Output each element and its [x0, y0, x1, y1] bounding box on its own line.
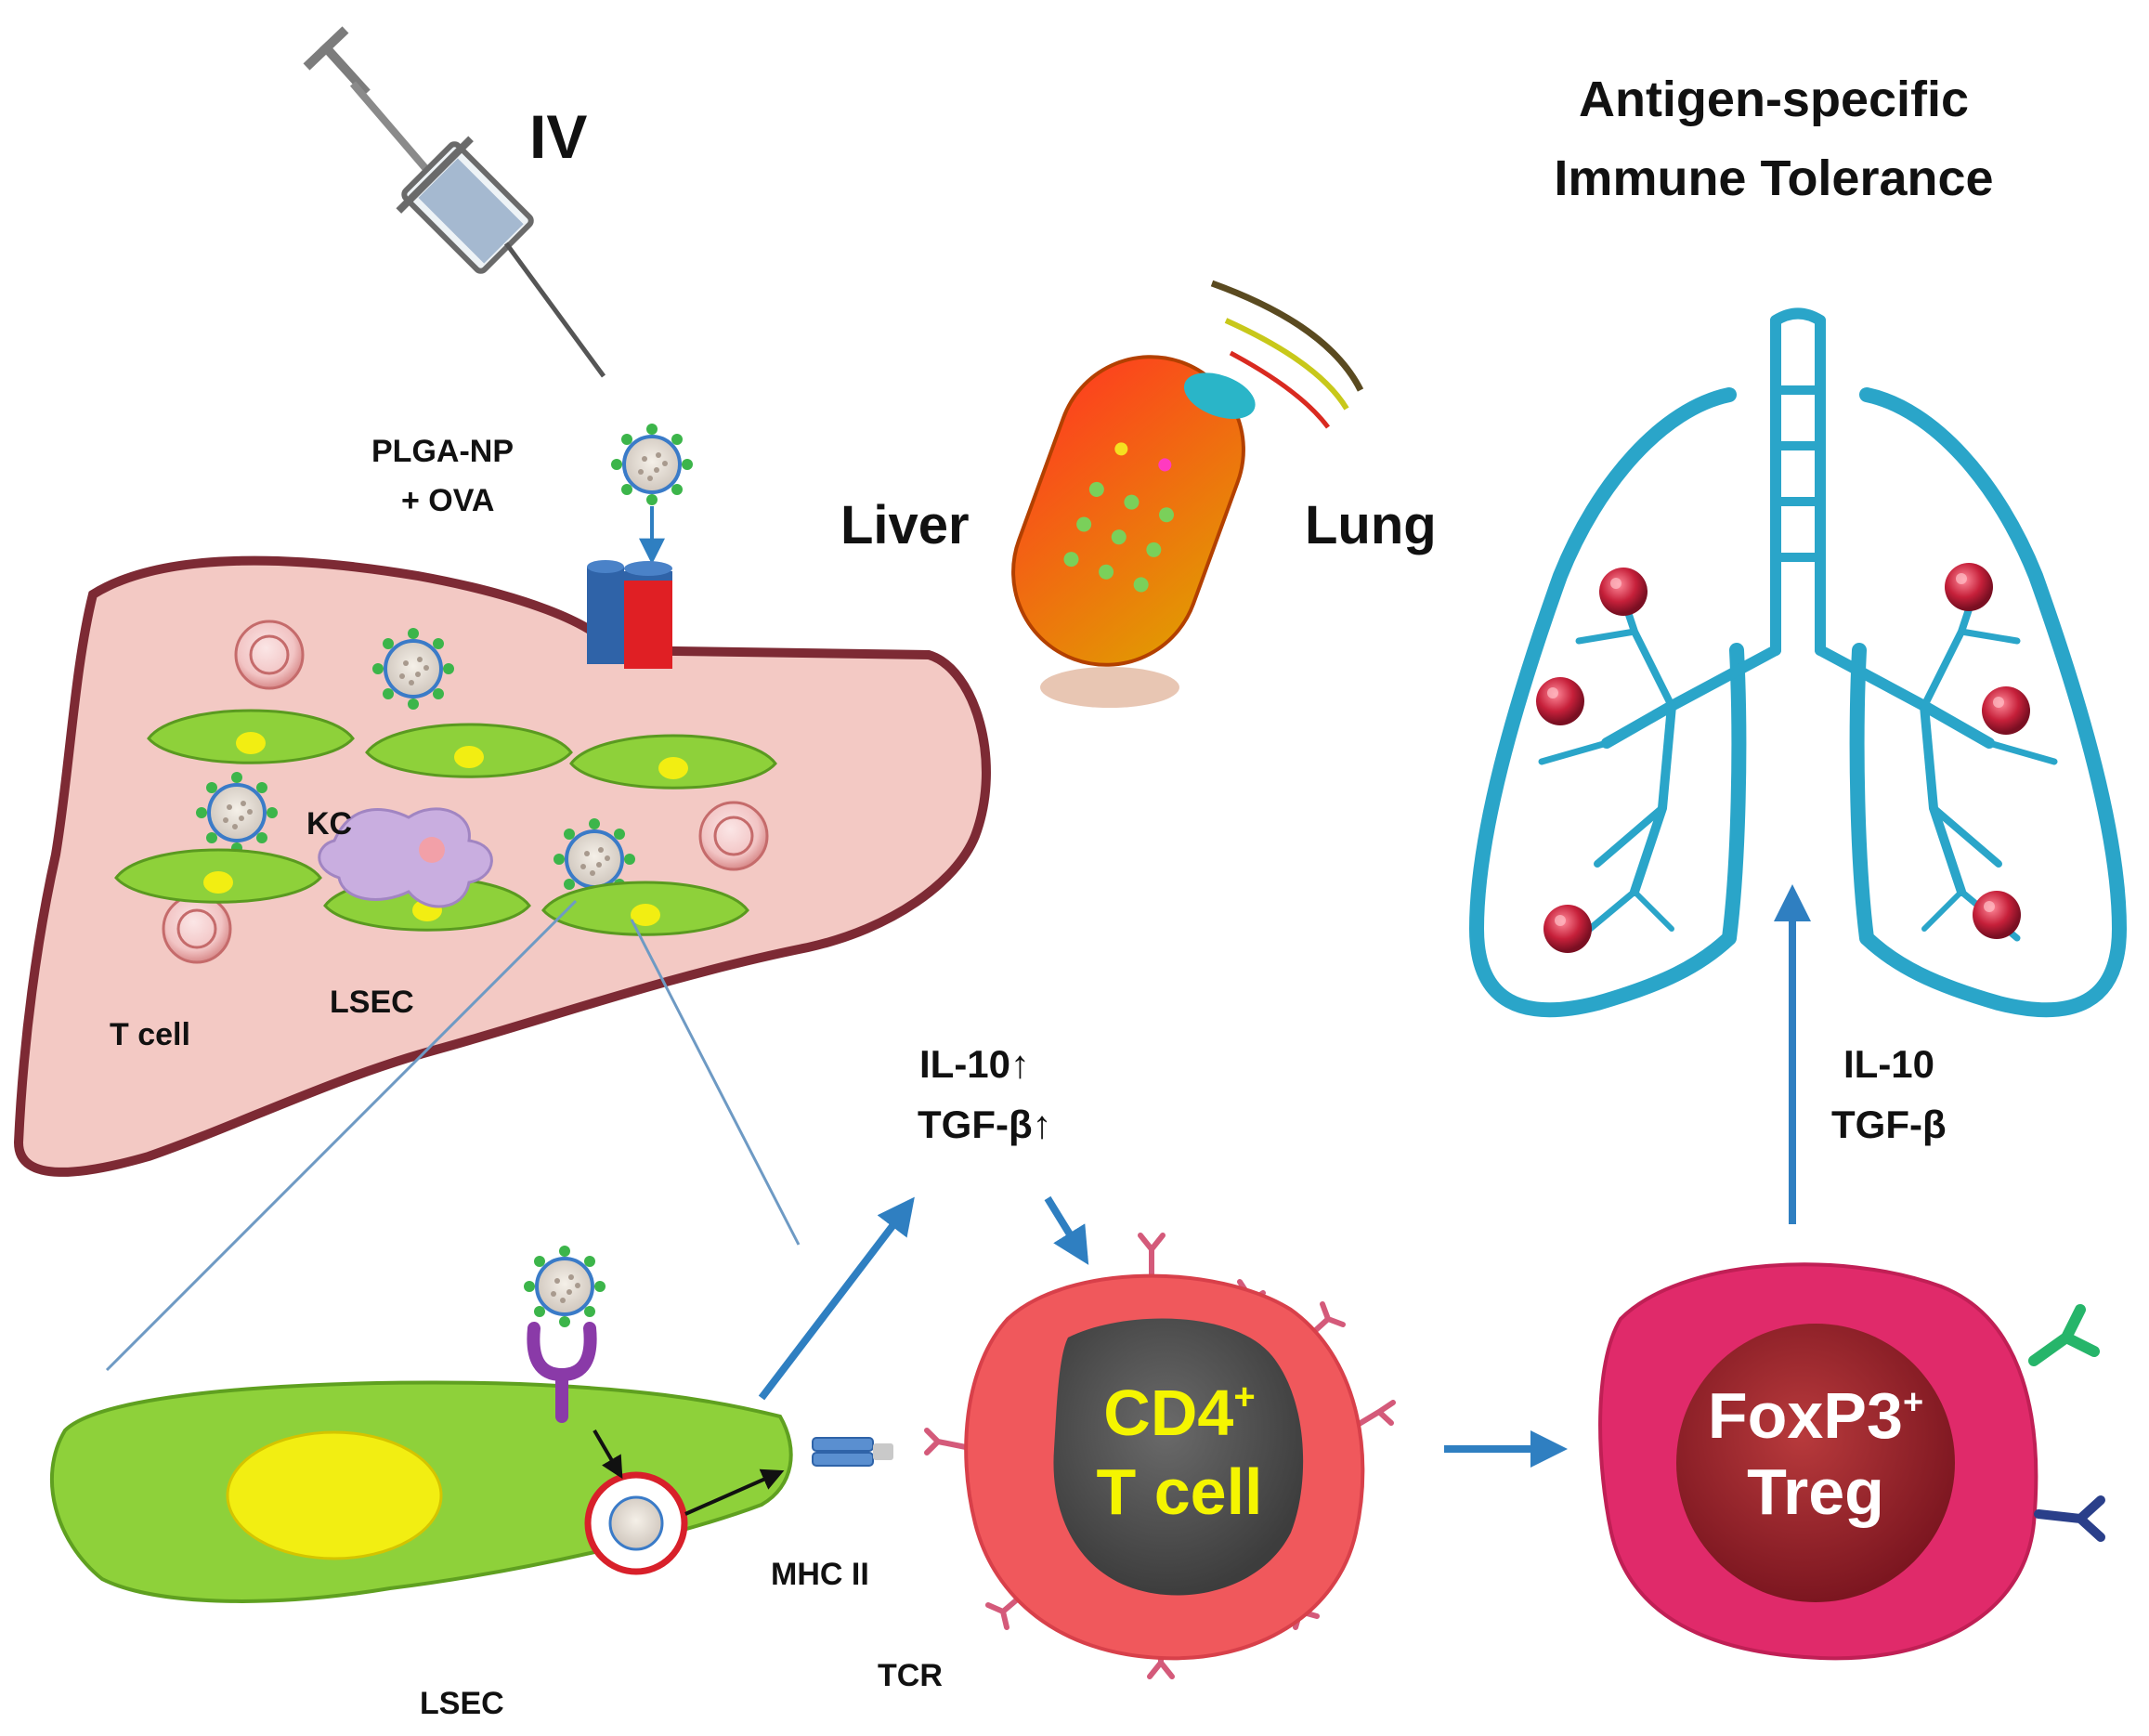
il10-up-label: IL-10↑ — [919, 1042, 1030, 1086]
treg-cell: FoxP3+ Treg — [1598, 1262, 2105, 1661]
liver-nanoparticle-1 — [371, 626, 456, 711]
cd4-label-line-1: CD4+ — [1103, 1377, 1255, 1449]
liver-label: Liver — [840, 495, 970, 555]
title-line-2: Immune Tolerance — [1554, 150, 1993, 206]
lung-treg-bead-5 — [1982, 686, 2030, 735]
lsec-nanoparticle — [522, 1244, 607, 1329]
mhc-ii-receptor — [812, 1437, 893, 1467]
cd4-tcell: CD4+ T cell — [924, 1233, 1396, 1679]
nanoparticle-label-line-1: PLGA-NP — [371, 434, 514, 469]
liver-tcell-2 — [698, 801, 769, 871]
treg-label-line-1: FoxP3+ — [1708, 1379, 1923, 1452]
tgfb-up-label: TGF-β↑ — [918, 1103, 1052, 1146]
lung-treg-bead-3 — [1543, 905, 1592, 953]
liver-lsec-label: LSEC — [330, 985, 414, 1020]
treg-label-line-2: Treg — [1747, 1455, 1884, 1528]
tcr-label: TCR — [878, 1658, 943, 1693]
lsec-label: LSEC — [420, 1686, 504, 1721]
nanoparticle-label-line-2: + OVA — [401, 483, 494, 518]
lungs-organ — [1469, 307, 2127, 1018]
kc-label: KC — [306, 806, 352, 842]
lsec-nucleus — [226, 1430, 443, 1560]
treg-receptor-blue-icon — [2034, 1495, 2105, 1542]
treg-receptor-green-icon — [2028, 1304, 2100, 1366]
liver-nanoparticle-2 — [194, 770, 280, 855]
lung-treg-bead-1 — [1599, 568, 1648, 616]
kupffer-cell — [318, 807, 493, 908]
liver-tcell-3 — [162, 894, 232, 964]
capsule-device-icon — [1011, 280, 1364, 708]
syringe-icon — [303, 26, 606, 378]
cd4-label-line-2: T cell — [1097, 1455, 1263, 1528]
liver-tcell-1 — [234, 620, 305, 690]
title-line-1: Antigen-specific — [1579, 72, 1969, 127]
nanoparticle-icon — [609, 422, 695, 507]
cytokine-to-tcell-arrow — [1044, 1195, 1089, 1265]
presentation-arrow — [684, 1468, 785, 1516]
il10-label: IL-10 — [1843, 1042, 1934, 1086]
lung-label: Lung — [1305, 495, 1437, 555]
liver-tcell-label: T cell — [110, 1017, 190, 1052]
liver-vessel — [587, 560, 672, 669]
route-label: IV — [529, 102, 587, 171]
uptake-arrow — [593, 1429, 623, 1480]
liver-organ: KC LSEC T cell — [13, 555, 991, 1177]
antibody-receptor-icon — [527, 1322, 597, 1423]
lsec-cell — [50, 1380, 893, 1603]
zoom-line-right — [630, 919, 801, 1246]
lung-treg-bead-2 — [1536, 677, 1584, 725]
tgfb-label: TGF-β — [1831, 1103, 1947, 1146]
endosome — [584, 1471, 688, 1575]
lung-treg-bead-4 — [1945, 563, 1993, 611]
cytokine-release-arrow — [758, 1196, 915, 1401]
mhc-label: MHC II — [771, 1557, 869, 1592]
zoom-line-left — [105, 899, 578, 1372]
lung-treg-bead-6 — [1973, 891, 2021, 939]
